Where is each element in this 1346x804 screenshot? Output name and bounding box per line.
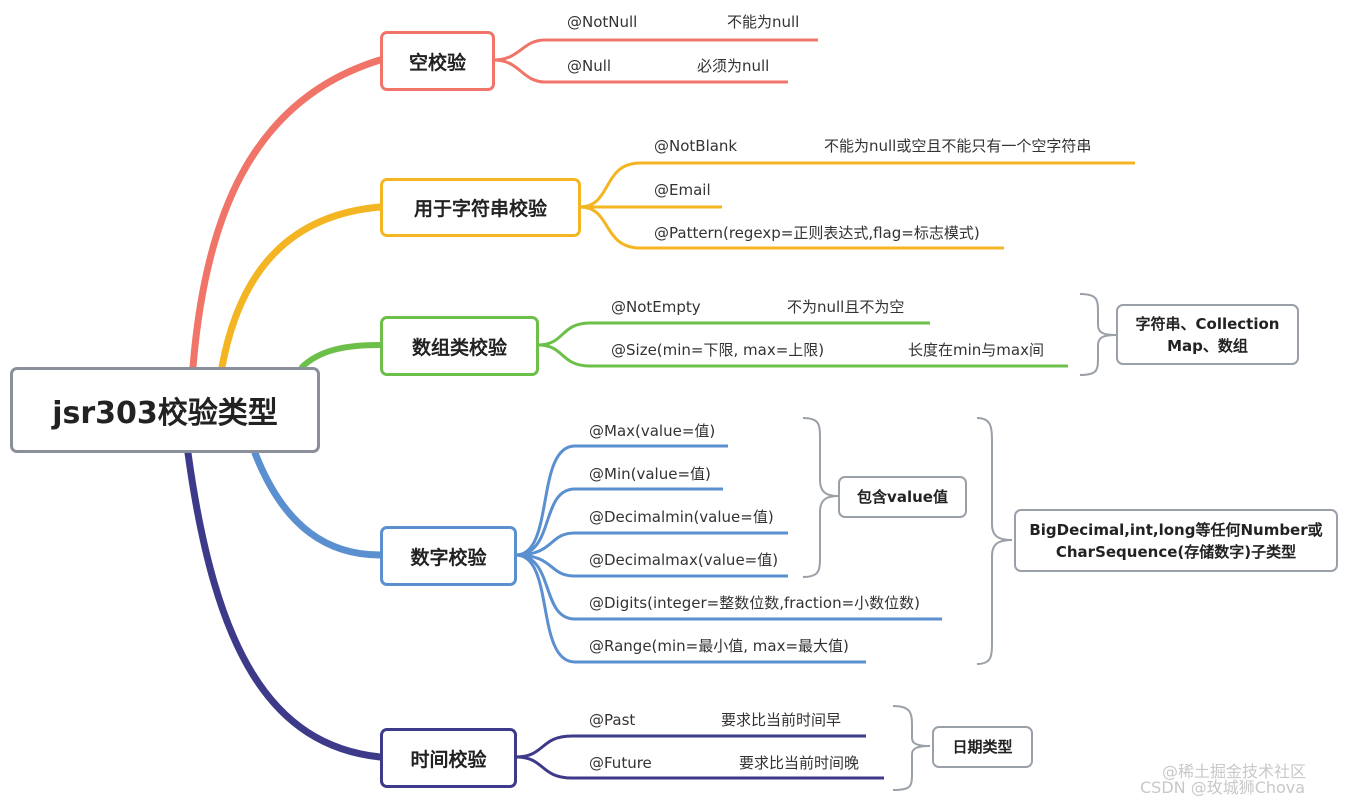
note-number-types: BigDecimal,int,long等任何Number或 CharSequen…: [1014, 509, 1338, 572]
annotation-name: @Size(min=下限, max=上限): [611, 341, 825, 359]
root-link-string: [218, 203, 384, 371]
bracket-value: [802, 417, 839, 578]
note-line: CharSequence(存储数字)子类型: [1055, 542, 1297, 561]
annotation-name: @Past: [589, 711, 636, 729]
bracket-time: [892, 705, 931, 791]
annotation-name: @NotBlank: [654, 137, 738, 155]
annotation-name: @Pattern(regexp=正则表达式,flag=标志模式): [654, 224, 980, 242]
annotation-desc: 要求比当前时间晚: [739, 754, 860, 772]
branch-string-check: 用于字符串校验: [380, 178, 581, 237]
note-line: 字符串、Collection: [1135, 314, 1280, 333]
annotation-desc: 不能为null或空且不能只有一个空字符串: [824, 137, 1092, 155]
note-date-type: 日期类型: [932, 726, 1033, 768]
root-link-array: [299, 342, 383, 370]
annotation-name: @Digits(integer=整数位数,fraction=小数位数): [589, 594, 921, 612]
annotation-desc: 要求比当前时间早: [721, 711, 842, 729]
annotation-name: @Decimalmax(value=值): [589, 551, 779, 569]
branch-number-check: 数字校验: [380, 526, 517, 586]
bracket-number: [976, 417, 1013, 665]
watermark-csdn: CSDN @玫城狮Chova: [1140, 778, 1306, 797]
annotation-name: @Range(min=最小值, max=最大值): [589, 637, 849, 655]
annotation-name: @Email: [654, 181, 711, 199]
annotation-desc: 不能为null: [727, 13, 800, 31]
annotation-desc: 长度在min与max间: [908, 341, 1044, 359]
watermark-juejin: @稀土掘金技术社区: [1162, 762, 1307, 781]
branch-array-check: 数组类校验: [380, 316, 539, 376]
branch-empty-check: 空校验: [380, 31, 495, 91]
annotation-name: @Null: [567, 57, 612, 75]
note-line: Map、数组: [1167, 336, 1248, 355]
root-link-number: [251, 449, 384, 559]
root-link-time: [184, 449, 384, 761]
annotation-desc: 必须为null: [697, 57, 770, 75]
branch-time-check: 时间校验: [380, 728, 517, 788]
annotation-name: @NotEmpty: [611, 298, 701, 316]
bracket-array: [1079, 293, 1117, 376]
annotation-desc: 不为null且不为空: [787, 298, 905, 316]
annotation-name: @Decimalmin(value=值): [589, 508, 774, 526]
annotation-name: @Min(value=值): [589, 465, 711, 483]
note-contains-value: 包含value值: [838, 476, 967, 518]
annotation-name: @NotNull: [567, 13, 638, 31]
annotation-name: @Max(value=值): [589, 422, 716, 440]
note-line: BigDecimal,int,long等任何Number或: [1029, 520, 1323, 539]
annotation-name: @Future: [589, 754, 652, 772]
root-node: jsr303校验类型: [10, 367, 320, 453]
note-array-types: 字符串、Collection Map、数组: [1116, 304, 1299, 365]
root-link-empty: [189, 56, 384, 371]
